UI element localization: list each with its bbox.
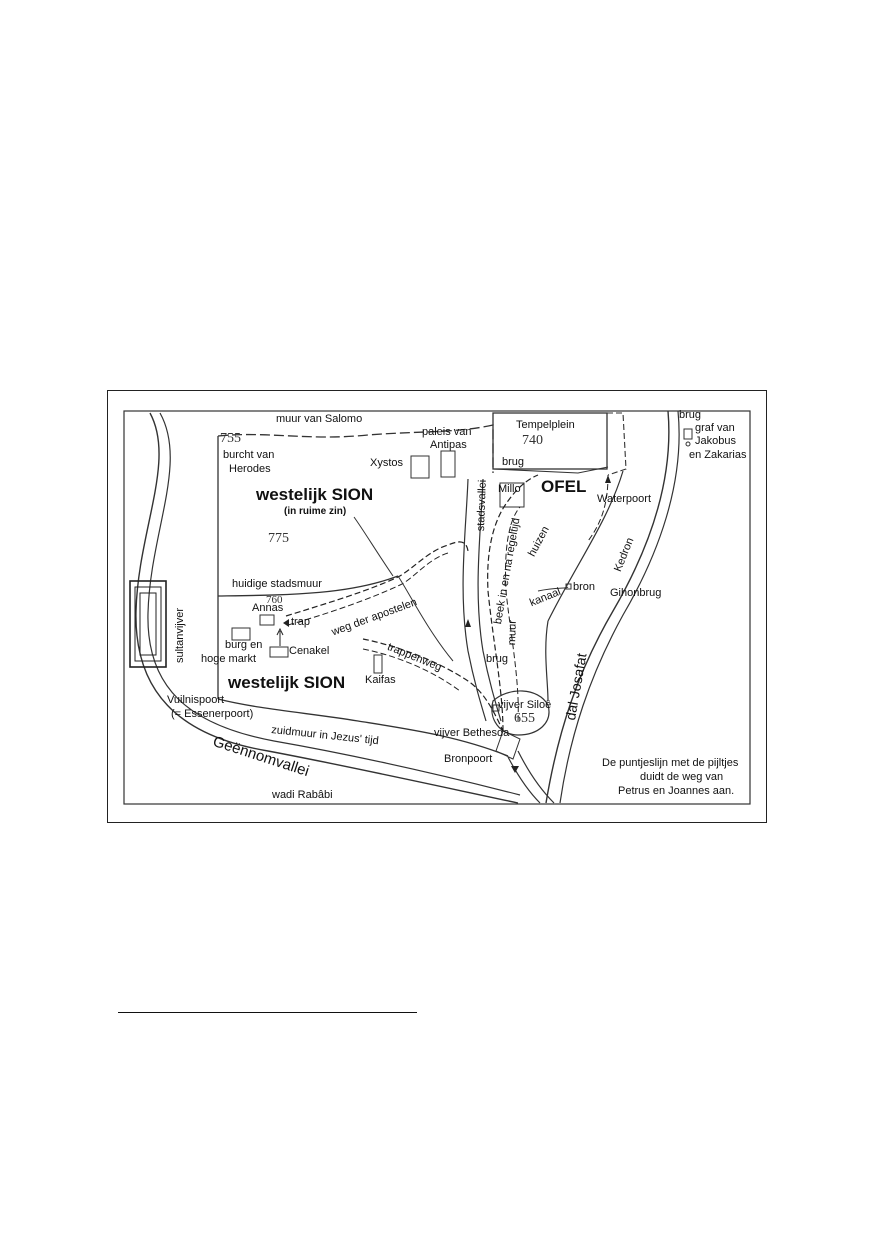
water-channel <box>537 586 569 592</box>
sultan-pool <box>129 580 167 668</box>
label-note-2: duidt de weg van <box>640 771 724 783</box>
siloam-pool <box>491 690 550 736</box>
elevation-740: 740 <box>522 433 543 448</box>
temple-plateau <box>492 412 608 470</box>
label-temple-plateau: Tempelplein <box>516 419 575 431</box>
label-siloam-pool: vijver Siloë <box>498 699 552 711</box>
label-sultan-pool: sultanvijver <box>174 607 186 663</box>
label-tomb-3: en Zakarias <box>689 449 747 461</box>
kedron-valley-outer <box>545 410 670 804</box>
label-burg-1: burg en <box>225 639 263 651</box>
label-ophel: OFEL <box>541 477 587 496</box>
label-millo: Millo <box>498 483 521 495</box>
label-west-sion-bottom: westelijk SION <box>228 673 346 692</box>
label-note-1: De puntjeslijn met de pijltjes <box>602 757 739 769</box>
city-valley <box>462 478 487 722</box>
millo-building <box>499 482 525 508</box>
ophel-east-wall <box>547 470 624 622</box>
route-arrow <box>283 619 289 627</box>
label-in-ruime-zin: (in ruime zin) <box>284 506 347 517</box>
label-fortress-1: burcht van <box>223 449 275 461</box>
label-spring-gate: Bronpoort <box>444 753 493 765</box>
label-kaifas: Kaifas <box>365 674 396 686</box>
antipas-palace <box>440 450 456 478</box>
geennom-valley-inner <box>147 412 521 796</box>
label-west-sion-top: westelijk SION <box>256 485 374 504</box>
apostles-route <box>285 541 469 617</box>
south-wall <box>217 698 509 757</box>
burg-building <box>231 627 251 641</box>
route-kedron <box>587 474 609 542</box>
label-wall-of-solomon: muur van Salomo <box>276 413 363 425</box>
label-bridge-lower: brug <box>486 653 509 665</box>
route-up-valley <box>487 474 539 732</box>
map-inner-border <box>123 410 751 805</box>
footnote-separator <box>118 1012 417 1013</box>
label-bethesda-pool: vijver Bethesda <box>434 727 510 739</box>
bethesda-pool <box>495 730 521 760</box>
tomb-marker <box>683 428 693 440</box>
label-palace-2: Antipas <box>430 439 467 451</box>
label-current-city-wall: huidige stadsmuur <box>232 578 322 590</box>
kedron-valley-inner <box>559 410 680 804</box>
current-city-wall <box>217 575 399 597</box>
label-city-valley: stadsvallei <box>475 479 489 532</box>
trappenweg-route <box>362 638 504 732</box>
label-bridge-temple: brug <box>502 456 525 468</box>
route-arrow <box>605 475 611 483</box>
label-annas: Annas <box>252 602 284 614</box>
kaifas-building <box>373 654 383 674</box>
label-note-3: Petrus en Joannes aan. <box>618 785 735 797</box>
elevation-655: 655 <box>514 711 535 726</box>
label-tomb-2: Jakobus <box>695 435 736 447</box>
elevation-755: 755 <box>220 431 241 446</box>
map-drawing <box>123 410 751 805</box>
xystos-building <box>410 455 430 479</box>
label-dung-gate-1: Vuilnispoort <box>167 694 225 706</box>
route-arrow <box>511 766 519 773</box>
label-spring: bron <box>573 581 596 593</box>
label-palace-1: paleis van <box>422 426 472 438</box>
label-cenakel: Cenakel <box>289 645 330 657</box>
label-dung-gate-2: (= Essenerpoort) <box>171 708 254 720</box>
label-fortress-2: Herodes <box>229 463 271 475</box>
route-arrow <box>465 619 471 627</box>
label-wall: muur <box>506 619 519 646</box>
label-stair: trap <box>291 616 310 628</box>
label-tomb-1: graf van <box>695 422 735 434</box>
map-figure: muur van Salomo Tempelplein brug graf va… <box>107 390 767 823</box>
geennom-valley-outer <box>135 412 519 804</box>
label-gihon-bridge: Gihonbrug <box>610 587 662 599</box>
elevation-775: 775 <box>268 531 289 546</box>
wall-of-solomon <box>217 424 494 473</box>
lower-valley <box>507 756 541 804</box>
cenakel-building <box>269 646 289 658</box>
annas-building <box>259 614 275 626</box>
label-xystos: Xystos <box>370 457 404 469</box>
elevation-760: 760 <box>266 594 283 606</box>
label-bridge-top: brug <box>679 409 702 421</box>
label-wadi: wadi Rabâbi <box>272 789 333 801</box>
path-nw <box>353 516 394 577</box>
label-water-gate: Waterpoort <box>597 493 652 505</box>
label-burg-2: hoge markt <box>201 653 257 665</box>
